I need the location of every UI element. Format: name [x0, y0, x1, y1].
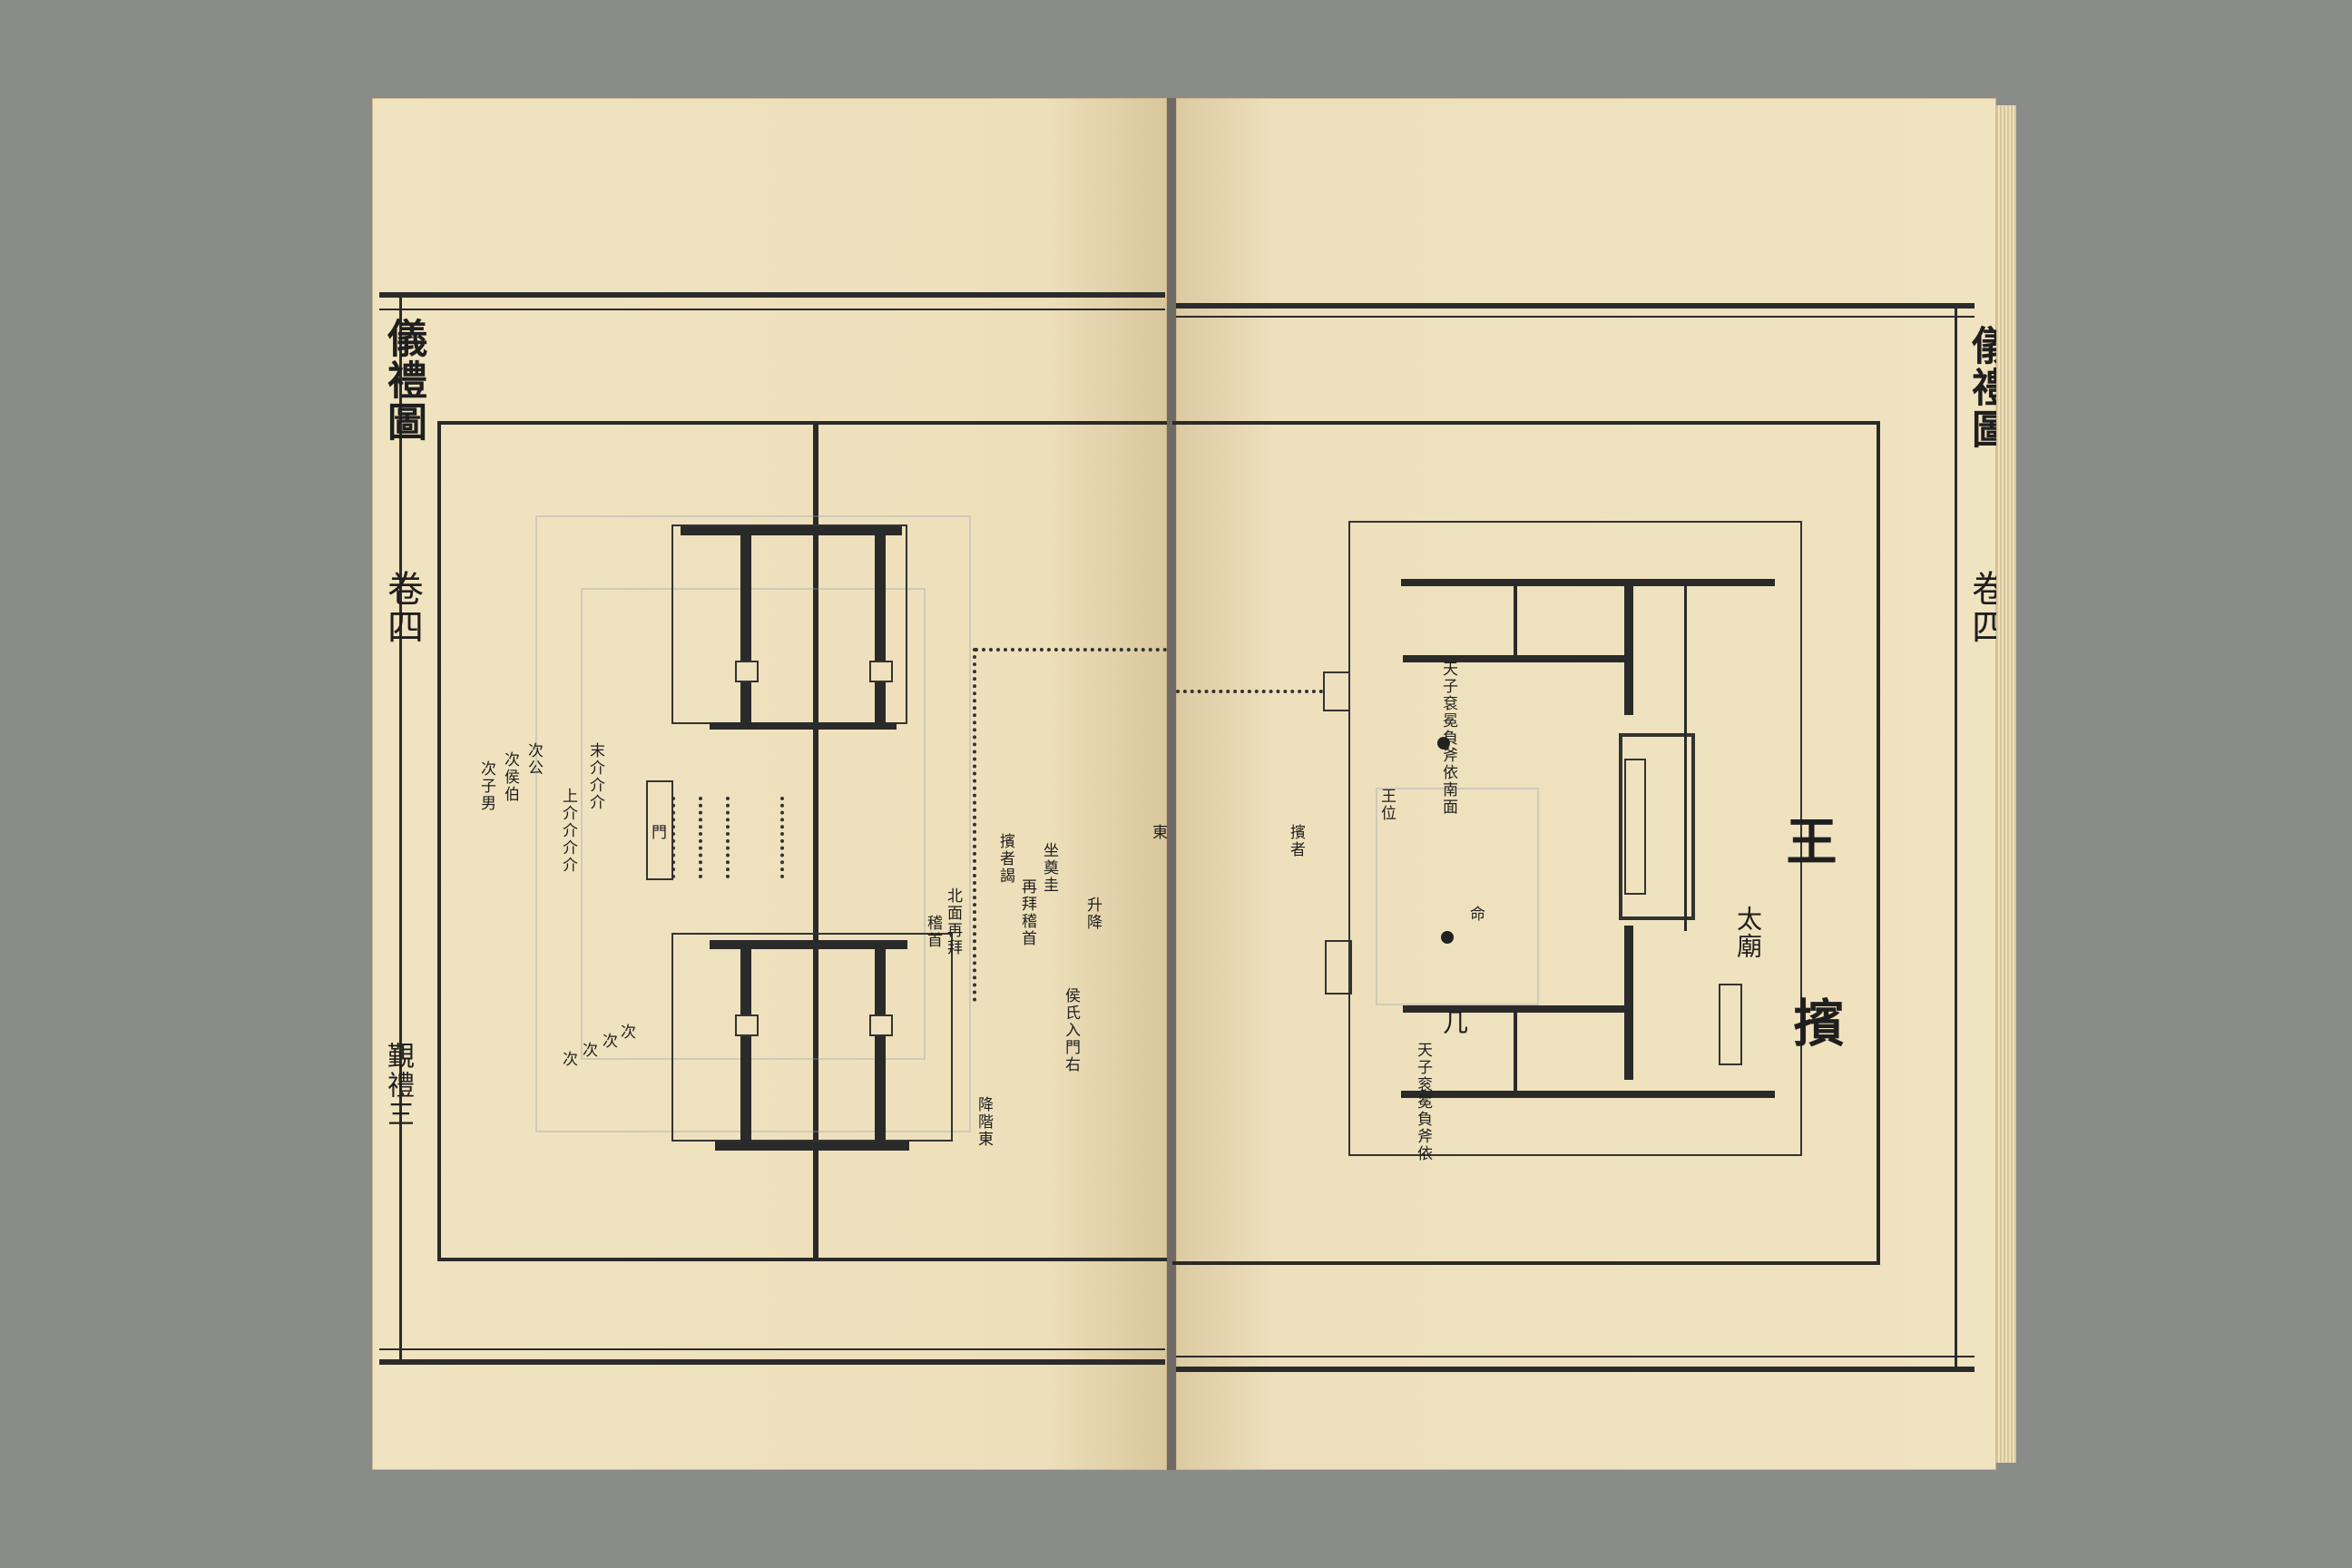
- right-margin-rule: [1955, 305, 1957, 1368]
- path-d: [780, 797, 784, 878]
- arrival-3: 次子男: [477, 760, 495, 812]
- upper-hall: [671, 524, 907, 724]
- right-page: 儀禮圖 卷四 王 擯 太廟 几 天子衮冕負斧依 天子袞冕負斧依南面: [1172, 98, 2011, 1470]
- left-bottom-rule-thin: [379, 1348, 1165, 1350]
- bin-mark: 擯者: [1287, 824, 1305, 858]
- ji-note: 天子衮冕負斧依: [1414, 1042, 1432, 1162]
- dai-label: 太廟: [1733, 906, 1763, 960]
- left-bottom-rule: [379, 1359, 1165, 1365]
- open-book: 儀禮圖 卷四 覲禮三 門 東: [372, 98, 2016, 1470]
- upper-step-2: [869, 661, 893, 682]
- arrival-1: 次公: [524, 742, 543, 777]
- left-volume: 卷四: [381, 570, 423, 646]
- left-page: 儀禮圖 卷四 覲禮三 門 東: [372, 98, 1171, 1470]
- ghost-r1: [1376, 788, 1539, 1005]
- upper-pillar-2: [875, 534, 886, 724]
- post-box-lower: [1325, 940, 1352, 995]
- hall-side: [1684, 586, 1687, 931]
- lower-hall: [671, 933, 953, 1142]
- minor-4: 次: [559, 1051, 577, 1068]
- right-top-rule: [1176, 303, 1975, 309]
- king-seat-dot: [1437, 737, 1450, 750]
- side-box: [1719, 984, 1742, 1065]
- minor-3: 次: [579, 1042, 597, 1059]
- hall-pillar-1: [1514, 583, 1517, 659]
- hall-pillar-4: [1514, 1011, 1517, 1093]
- text-col-8: 稽首: [924, 915, 942, 949]
- king-post: 王位: [1377, 788, 1396, 822]
- lower-inset: 命: [1466, 906, 1485, 923]
- minor-1: 次: [617, 1024, 635, 1041]
- upper-pillar-1: [740, 534, 751, 724]
- ji-label: 几: [1439, 1009, 1469, 1036]
- east-label: 東: [1149, 824, 1167, 841]
- upper-note: 天子袞冕負斧依南面: [1439, 661, 1457, 816]
- lower-hall-bottom: [715, 1142, 909, 1151]
- text-col-1: 升降: [1083, 897, 1102, 931]
- path-down: [973, 648, 976, 1002]
- arrival-2: 次侯伯: [501, 751, 519, 803]
- hall-bottom-1: [1403, 1005, 1628, 1013]
- lower-pillar-2: [875, 947, 886, 1143]
- dais-inner: [1624, 759, 1646, 895]
- hall-top-2: [1403, 655, 1628, 662]
- text-col-3: 坐奠圭: [1040, 842, 1058, 894]
- text-col-6: 降階東: [975, 1096, 993, 1148]
- ghost-1: [535, 515, 971, 1132]
- left-footer: 覲禮三: [382, 1042, 414, 1129]
- center-wall: [813, 423, 818, 1258]
- left-top-rule-thin: [379, 309, 1165, 310]
- right-top-rule-thin: [1176, 316, 1975, 318]
- left-margin-title: 儀禮圖: [380, 318, 426, 443]
- inner-court: [1348, 521, 1802, 1156]
- upper-hall-top: [681, 526, 902, 535]
- connector: [1176, 690, 1323, 693]
- path-to-right: [975, 648, 1167, 652]
- left-diagram-frame: [437, 421, 1171, 1261]
- book-spine: [1167, 98, 1176, 1470]
- gate-box: [646, 780, 673, 880]
- hall-bottom-2: [1401, 1091, 1775, 1098]
- post-box: [1323, 671, 1350, 711]
- jie-1: 上介介介介: [559, 788, 577, 874]
- lower-hall-top: [710, 940, 907, 949]
- text-col-5: 擯者謁: [996, 833, 1014, 885]
- left-top-rule: [379, 292, 1165, 298]
- minor-2: 次: [599, 1033, 617, 1050]
- left-margin-rule: [399, 292, 402, 1363]
- hall-pillar-2: [1624, 583, 1633, 715]
- bin-label: 擯: [1785, 996, 1845, 1049]
- hall-pillar-3: [1624, 926, 1633, 1080]
- upper-step: [735, 661, 759, 682]
- lower-step: [735, 1014, 759, 1036]
- ghost-2: [581, 588, 926, 1060]
- lower-pillar-1: [740, 947, 751, 1143]
- right-bottom-rule-thin: [1176, 1356, 1975, 1357]
- text-col-2: 侯氏入門右: [1062, 987, 1080, 1073]
- hall-top-1: [1401, 579, 1775, 586]
- jie-2: 末介介介: [586, 742, 604, 811]
- king-seat-dot-2: [1441, 931, 1454, 944]
- path-c: [726, 797, 730, 878]
- path-b: [699, 797, 702, 878]
- right-diagram-frame: [1172, 421, 1880, 1265]
- page-edges: [1996, 105, 2016, 1463]
- lower-step-2: [869, 1014, 893, 1036]
- right-bottom-rule: [1176, 1367, 1975, 1372]
- upper-hall-bottom: [710, 722, 897, 730]
- text-col-4: 再拜稽首: [1018, 878, 1036, 947]
- gate-label: 門: [648, 824, 666, 841]
- heading-wang: 王: [1778, 815, 1838, 867]
- text-col-7: 北面再拜: [944, 887, 962, 956]
- path-a: [671, 797, 675, 878]
- dais: [1619, 733, 1695, 920]
